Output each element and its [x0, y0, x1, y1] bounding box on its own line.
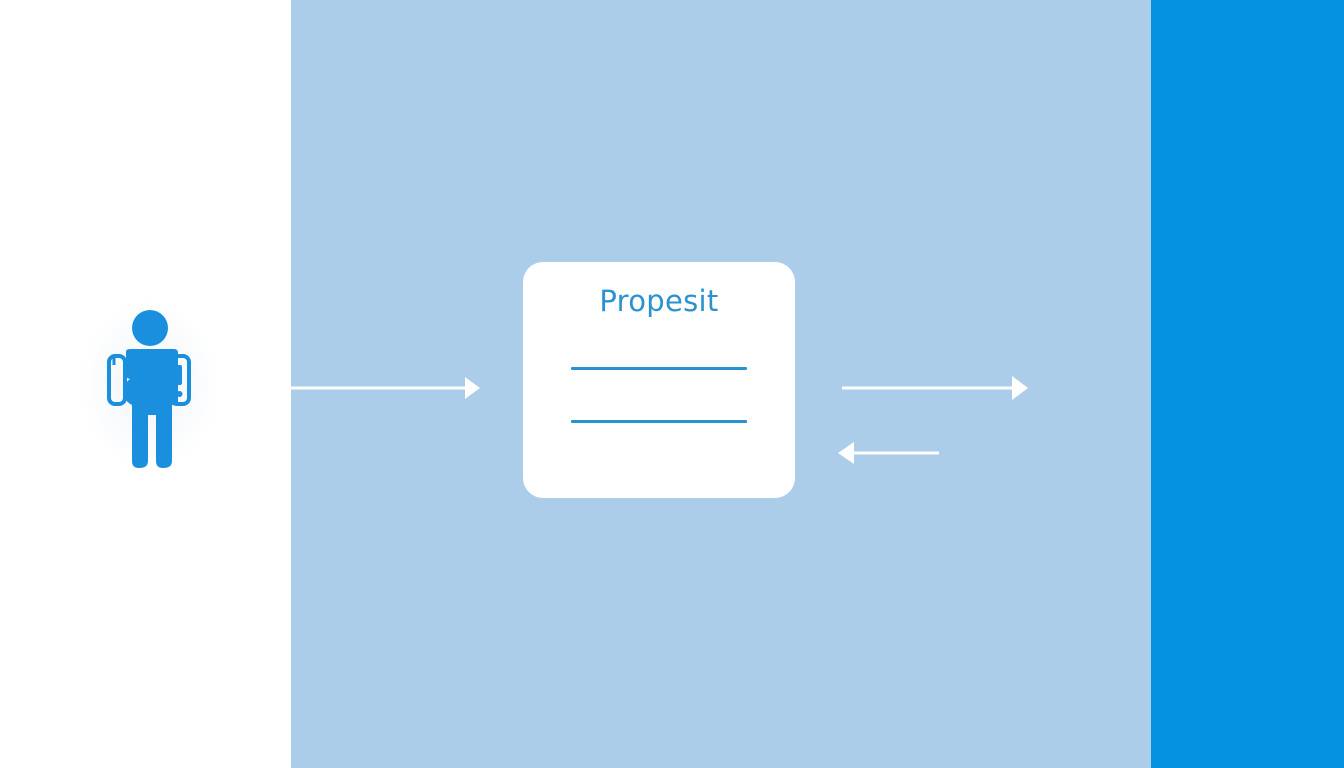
proposal-card-title: Propesit [599, 284, 719, 318]
arrow-proposal-return [838, 442, 939, 464]
person-with-alert-icon [107, 310, 191, 468]
proposal-card [523, 262, 795, 498]
card-text-line [571, 367, 747, 370]
card-text-line [571, 420, 747, 423]
destination-lane [1151, 0, 1344, 768]
arrow-user-to-proposal [291, 377, 480, 399]
arrow-proposal-outgoing [842, 376, 1028, 400]
